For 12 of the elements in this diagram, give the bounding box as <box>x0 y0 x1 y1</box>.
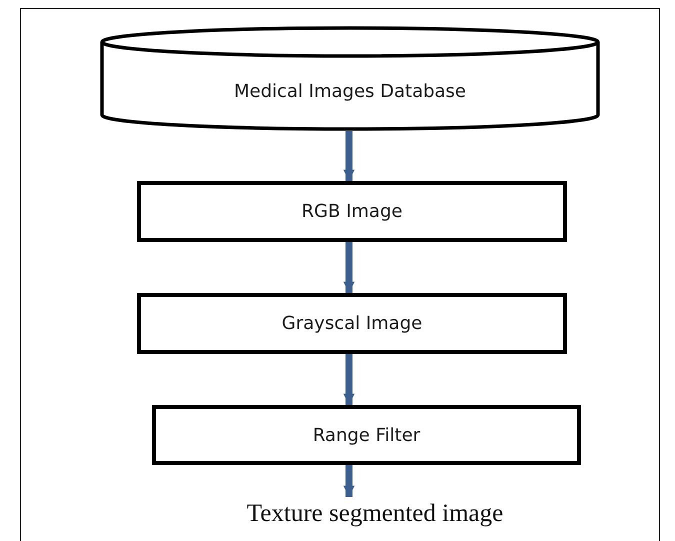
box-label: RGB Image <box>302 201 402 222</box>
process-box <box>137 293 567 354</box>
box-label: Medical Images Database <box>234 81 466 102</box>
arrow <box>343 465 355 497</box>
process-box <box>152 405 581 465</box>
box-label: Grayscal Image <box>282 313 422 334</box>
arrow <box>343 131 355 181</box>
arrow <box>343 242 355 293</box>
process-box <box>137 181 567 242</box>
arrow <box>343 354 355 405</box>
box-label: Range Filter <box>312 424 420 446</box>
output-label: Texture segmented image <box>246 500 504 528</box>
